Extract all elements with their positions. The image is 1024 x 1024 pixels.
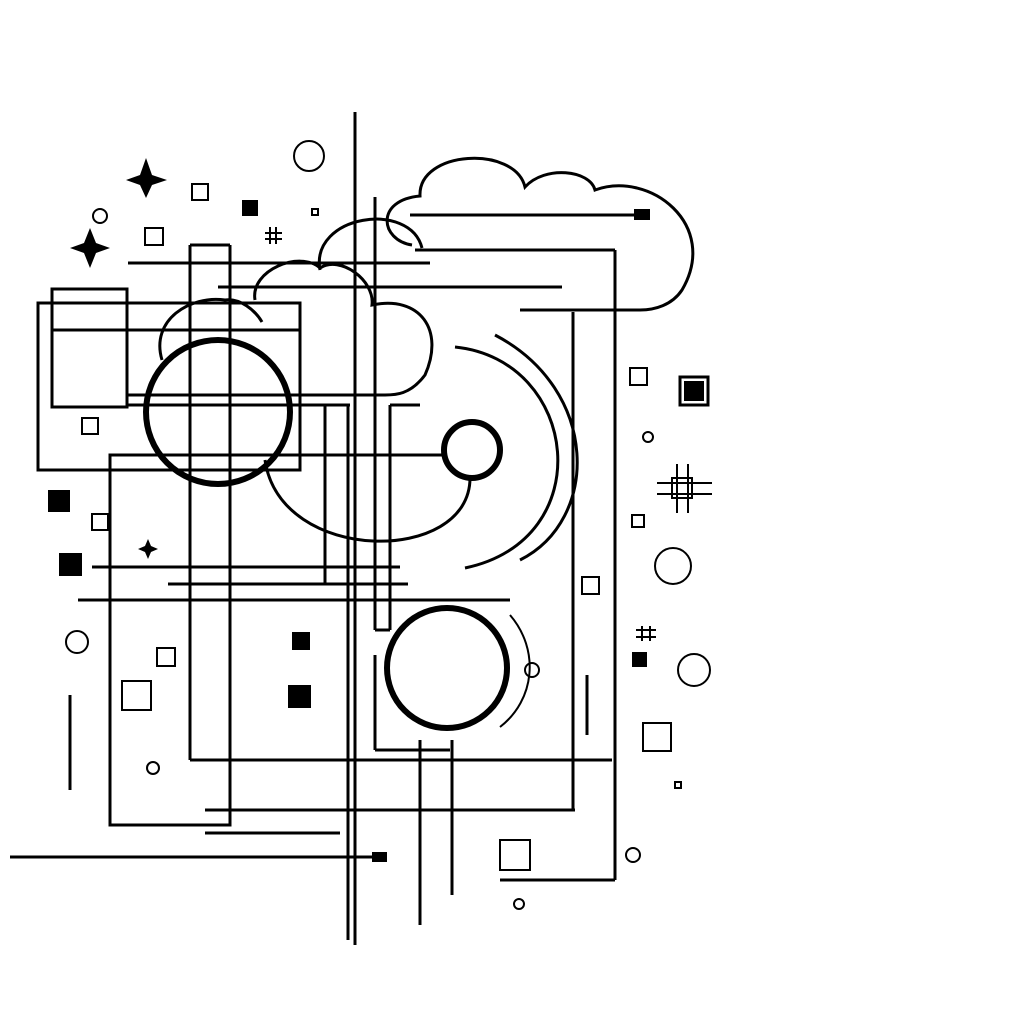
hash-marks [265,227,712,641]
star-icon [126,158,167,198]
tiny-cloud-arc [158,297,264,361]
lower-circle [384,605,510,731]
large-circle [143,337,293,487]
line-grid [10,112,640,945]
lower-arc [499,614,531,728]
u-arc [263,459,472,543]
star-icon [70,228,110,268]
star-icon [138,539,158,559]
large-cloud [385,156,695,312]
arc-outer [494,333,579,562]
outline-squares [81,183,710,871]
filled-squares [48,200,650,862]
node-circle [441,419,503,481]
small-node [524,662,540,678]
star-icons [70,158,167,559]
outline-circles [65,140,711,910]
middle-cloud [317,217,424,271]
arc-inner [454,345,560,570]
